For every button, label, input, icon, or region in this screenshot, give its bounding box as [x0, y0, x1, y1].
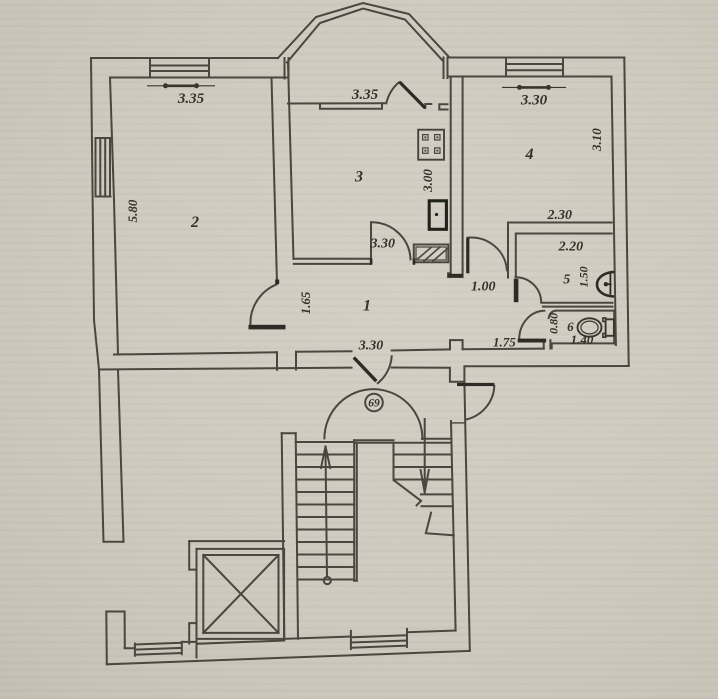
svg-text:1: 1 [363, 298, 371, 315]
svg-text:2.30: 2.30 [547, 208, 573, 223]
svg-text:69: 69 [368, 397, 380, 409]
svg-text:5: 5 [563, 273, 570, 288]
svg-text:3.10: 3.10 [589, 128, 604, 152]
svg-text:3.35: 3.35 [351, 87, 379, 103]
svg-text:1.00: 1.00 [471, 280, 496, 295]
svg-text:5.80: 5.80 [125, 199, 140, 222]
svg-text:6: 6 [567, 319, 574, 334]
svg-text:1.65: 1.65 [298, 291, 313, 314]
svg-text:3.30: 3.30 [520, 92, 548, 108]
svg-text:1.40: 1.40 [571, 332, 594, 347]
svg-text:3.30: 3.30 [358, 338, 384, 353]
svg-text:1.75: 1.75 [493, 335, 516, 350]
svg-text:0.80: 0.80 [547, 313, 561, 334]
svg-text:3: 3 [354, 169, 363, 186]
svg-text:2: 2 [190, 214, 199, 231]
svg-text:4: 4 [525, 146, 534, 163]
svg-text:2.20: 2.20 [558, 239, 584, 254]
svg-text:3.30: 3.30 [370, 237, 396, 252]
svg-text:3.00: 3.00 [420, 169, 435, 193]
svg-text:1.50: 1.50 [577, 266, 591, 287]
svg-text:3.35: 3.35 [177, 91, 205, 107]
